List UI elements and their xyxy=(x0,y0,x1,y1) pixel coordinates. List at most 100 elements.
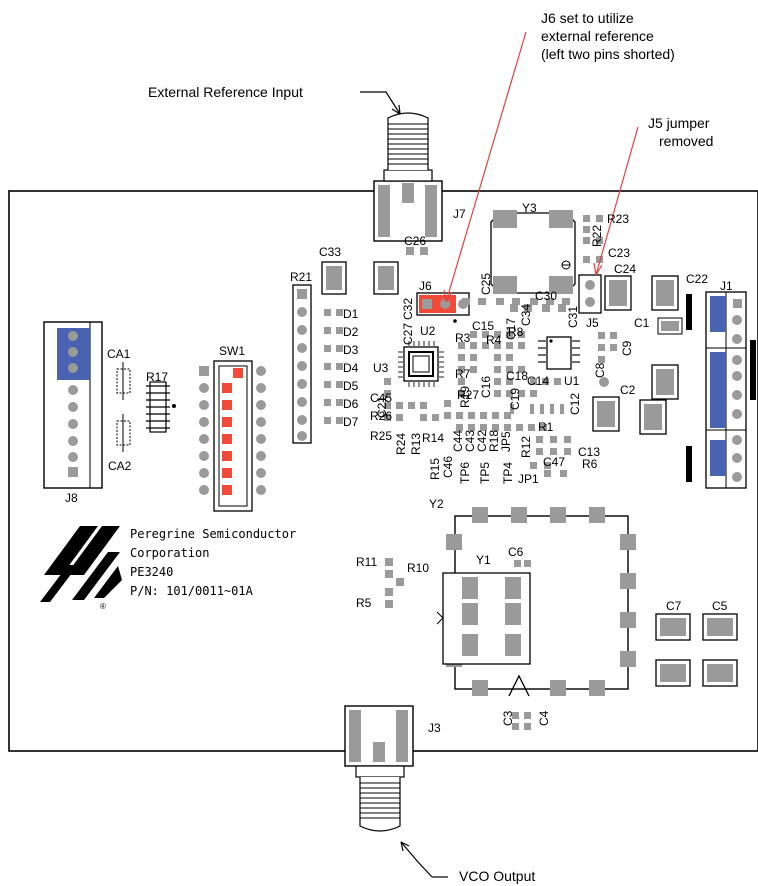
u1-ic xyxy=(538,336,580,370)
label-tp5: TP5 xyxy=(478,462,492,484)
label-r13: R13 xyxy=(409,433,423,455)
c2-cap xyxy=(592,377,620,432)
label-ca2: CA2 xyxy=(108,459,132,473)
label-r7: R7 xyxy=(455,367,471,381)
label-tp6: TP6 xyxy=(458,462,472,484)
sw1-dip-switch xyxy=(199,360,266,512)
label-jp1: JP1 xyxy=(518,472,539,486)
j8-connector xyxy=(43,321,103,489)
label-r10: R10 xyxy=(407,561,429,575)
peregrine-logo xyxy=(40,526,122,602)
label-c22: C22 xyxy=(686,272,708,286)
callout-j6-line1: J6 set to utilize xyxy=(541,10,634,26)
label-j7: J7 xyxy=(453,207,466,221)
label-r23: R23 xyxy=(607,212,629,226)
label-j6: J6 xyxy=(419,279,432,293)
u3-ic xyxy=(398,341,444,387)
led-pads xyxy=(324,309,343,424)
label-r15: R15 xyxy=(428,458,442,480)
label-j5: J5 xyxy=(586,316,599,330)
label-c15: C15 xyxy=(472,319,494,333)
label-c34: C34 xyxy=(519,304,533,326)
label-c3: C3 xyxy=(501,710,515,726)
c3-c4-pads xyxy=(512,712,531,730)
company-line2: Corporation xyxy=(130,546,209,560)
y1-crystal xyxy=(436,560,531,665)
callout-vco-output: VCO Output xyxy=(459,868,535,884)
label-c19: C19 xyxy=(508,388,522,410)
j6-jumper xyxy=(416,292,470,323)
label-c13: C13 xyxy=(578,445,600,459)
y3-crystal xyxy=(490,210,576,294)
small-smd-pads xyxy=(384,298,617,477)
label-c5: C5 xyxy=(712,599,728,613)
label-u3: U3 xyxy=(373,361,389,375)
label-y1: Y1 xyxy=(476,553,491,567)
label-j3: J3 xyxy=(428,721,441,735)
label-c14: C14 xyxy=(527,374,549,388)
label-d1: D1 xyxy=(343,307,359,321)
label-c23: C23 xyxy=(608,246,630,260)
label-d3: D3 xyxy=(343,343,359,357)
label-c21: C21 xyxy=(375,396,389,418)
label-j8: J8 xyxy=(65,491,78,505)
c24-cap xyxy=(604,275,632,311)
label-y2: Y2 xyxy=(429,497,444,511)
label-c2: C2 xyxy=(620,383,636,397)
label-sw1: SW1 xyxy=(219,344,245,358)
callout-j6-line3: (left two pins shorted) xyxy=(541,46,675,62)
label-c31: C31 xyxy=(566,306,580,328)
label-tp4: TP4 xyxy=(501,462,515,484)
label-r11: R11 xyxy=(356,555,377,569)
label-c17: C17 xyxy=(504,318,518,340)
label-c4: C4 xyxy=(537,710,551,726)
label-r18: R18 xyxy=(487,430,501,452)
company-line3: PE3240 xyxy=(130,565,173,579)
label-r26: R26 xyxy=(370,409,392,423)
r11-r10-r5-pads xyxy=(385,558,404,608)
label-ca1: CA1 xyxy=(107,347,131,361)
label-c24: C24 xyxy=(614,262,636,276)
label-r3: R3 xyxy=(455,331,471,345)
label-c33: C33 xyxy=(319,245,341,259)
company-line4: P/N: 101/0011~01A xyxy=(130,584,254,598)
top-caps xyxy=(321,247,428,295)
registered-mark: ® xyxy=(100,602,106,611)
label-u2: U2 xyxy=(420,324,436,338)
label-c32: C32 xyxy=(401,298,415,320)
label-r22: R22 xyxy=(590,225,604,247)
label-c25: C25 xyxy=(479,273,493,295)
label-c27: C27 xyxy=(401,323,415,345)
r17-network xyxy=(146,381,176,433)
label-r17: R17 xyxy=(146,370,168,384)
label-c42: C42 xyxy=(475,430,489,452)
label-r24: R24 xyxy=(394,433,408,455)
label-r4: R4 xyxy=(486,333,502,347)
label-c18: C18 xyxy=(506,369,528,383)
label-c44: C44 xyxy=(451,430,465,452)
label-c7: C7 xyxy=(666,599,682,613)
label-r19: R19 xyxy=(458,386,472,408)
label-c9: C9 xyxy=(620,340,634,356)
c7-c5-caps xyxy=(655,613,738,687)
label-y3: Y3 xyxy=(522,201,537,215)
label-j1: J1 xyxy=(720,279,733,293)
j1-area xyxy=(639,275,756,489)
label-r8: R8 xyxy=(508,325,524,339)
j7-sma-connector xyxy=(373,112,443,242)
label-c8: C8 xyxy=(593,362,607,378)
label-d2: D2 xyxy=(343,325,359,339)
label-u1: U1 xyxy=(564,374,580,388)
label-jp5: JP5 xyxy=(499,431,513,452)
label-d5: D5 xyxy=(343,379,359,393)
label-c16: C16 xyxy=(479,376,493,398)
label-c30: C30 xyxy=(535,289,557,303)
callout-j5-line2: removed xyxy=(659,133,713,149)
j5-jumper xyxy=(578,274,602,314)
label-c1: C1 xyxy=(634,316,650,330)
label-r5: R5 xyxy=(356,596,372,610)
ca-chips xyxy=(116,362,131,452)
label-r14: R14 xyxy=(422,431,444,445)
label-c47: C47 xyxy=(543,455,565,469)
